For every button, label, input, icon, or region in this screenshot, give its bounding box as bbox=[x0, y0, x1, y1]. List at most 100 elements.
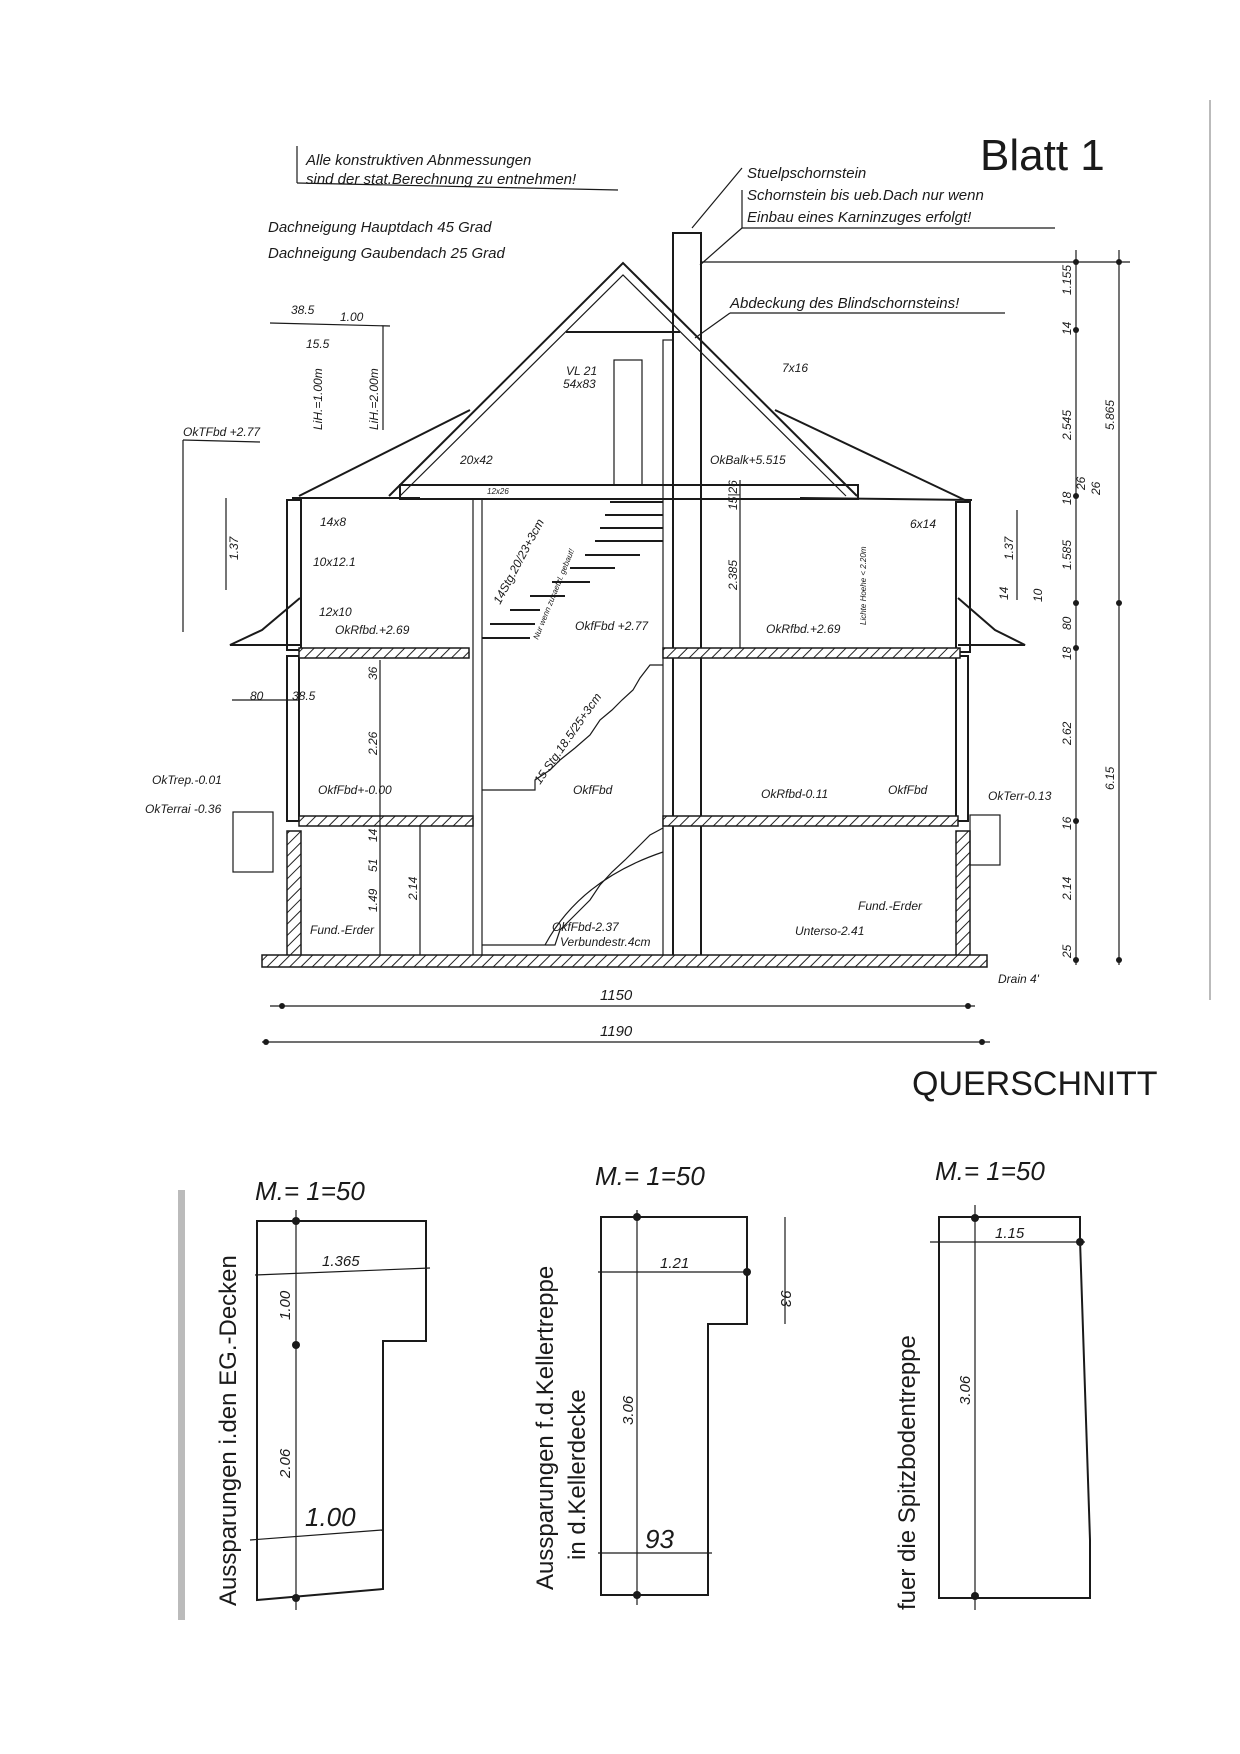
svg-text:1.365: 1.365 bbox=[322, 1253, 360, 1270]
svg-text:1.155: 1.155 bbox=[1060, 265, 1074, 295]
chimney-note: Stuelpschornstein Schornstein bis ueb.Da… bbox=[691, 165, 1055, 266]
dormer-roof-left bbox=[298, 409, 471, 497]
svg-text:12x10: 12x10 bbox=[319, 605, 352, 619]
svg-text:1.21: 1.21 bbox=[660, 1255, 689, 1272]
svg-text:1.15: 1.15 bbox=[995, 1225, 1025, 1242]
ceiling-beam bbox=[399, 484, 859, 500]
svg-text:14x8: 14x8 bbox=[320, 515, 346, 529]
svg-text:OkRfbd.+2.69: OkRfbd.+2.69 bbox=[335, 623, 410, 637]
detail-eg-decken: M.= 1=50 1.365 1.00 2.06 1.00 Aussparung… bbox=[215, 1176, 431, 1610]
svg-text:Fund.-Erder: Fund.-Erder bbox=[310, 923, 375, 937]
wall-left-eg bbox=[286, 655, 300, 822]
blind-chimney-note: Abdeckung des Blindschornsteins! bbox=[694, 295, 1005, 339]
svg-text:OkRfbd.+2.69: OkRfbd.+2.69 bbox=[766, 622, 841, 636]
svg-text:20x42: 20x42 bbox=[459, 453, 493, 467]
svg-text:OkTerrai -0.36: OkTerrai -0.36 bbox=[145, 802, 222, 816]
wall-left-attic bbox=[286, 499, 302, 651]
svg-text:6x14: 6x14 bbox=[910, 517, 936, 531]
svg-text:12x26: 12x26 bbox=[487, 487, 509, 496]
svg-text:14: 14 bbox=[997, 586, 1011, 600]
svg-text:OkfFbd: OkfFbd bbox=[888, 783, 928, 797]
basement-stair bbox=[482, 827, 664, 946]
attic-slab-right bbox=[662, 647, 961, 659]
svg-text:VL 21: VL 21 bbox=[566, 364, 597, 378]
svg-text:Aussparungen i.den EG.-Decken: Aussparungen i.den EG.-Decken bbox=[215, 1255, 242, 1606]
svg-text:2.06: 2.06 bbox=[277, 1448, 294, 1479]
svg-text:OkfFbd-2.37: OkfFbd-2.37 bbox=[552, 920, 620, 934]
svg-text:2.385: 2.385 bbox=[726, 560, 740, 591]
svg-text:10: 10 bbox=[1031, 588, 1045, 602]
svg-text:3.06: 3.06 bbox=[957, 1375, 974, 1405]
svg-text:fuer die Spitzbodentreppe: fuer die Spitzbodentreppe bbox=[894, 1335, 921, 1610]
detail-spitzbodentreppe: M.= 1=50 1.15 3.06 fuer die Spitzbodentr… bbox=[894, 1156, 1091, 1610]
stair-wall bbox=[472, 498, 483, 961]
svg-text:1190: 1190 bbox=[600, 1023, 633, 1040]
svg-text:Lichte Hoehe < 2.20m: Lichte Hoehe < 2.20m bbox=[859, 546, 868, 625]
svg-text:80: 80 bbox=[250, 689, 264, 703]
svg-text:2.14: 2.14 bbox=[1060, 876, 1074, 901]
svg-text:10x12.1: 10x12.1 bbox=[313, 555, 356, 569]
svg-text:1.00: 1.00 bbox=[340, 310, 364, 324]
svg-text:Unterso-2.41: Unterso-2.41 bbox=[795, 924, 864, 938]
foundation-slab bbox=[261, 954, 988, 968]
attic-stair bbox=[482, 501, 663, 639]
svg-text:OkTerr-0.13: OkTerr-0.13 bbox=[988, 789, 1052, 803]
svg-text:15|26: 15|26 bbox=[726, 480, 740, 510]
svg-text:Dachneigung Hauptdach 45 Grad: Dachneigung Hauptdach 45 Grad bbox=[268, 219, 492, 236]
svg-text:Einbau eines Karninzuges erfol: Einbau eines Karninzuges erfolgt! bbox=[747, 209, 972, 226]
svg-text:14Stg.20/23+3cm: 14Stg.20/23+3cm bbox=[490, 516, 547, 606]
svg-text:Dachneigung Gaubendach 25 Grad: Dachneigung Gaubendach 25 Grad bbox=[268, 245, 506, 262]
svg-text:1.49: 1.49 bbox=[366, 888, 380, 912]
svg-text:OkTrep.-0.01: OkTrep.-0.01 bbox=[152, 773, 222, 787]
bottom-dimensions: 1150 1190 bbox=[262, 987, 990, 1045]
svg-text:sind der stat.Berechnung zu en: sind der stat.Berechnung zu entnehmen! bbox=[306, 171, 577, 188]
svg-text:in d.Kellerdecke: in d.Kellerdecke bbox=[564, 1389, 591, 1560]
svg-text:15 Stg.18.5/25+3cm: 15 Stg.18.5/25+3cm bbox=[531, 690, 604, 786]
svg-text:93: 93 bbox=[645, 1524, 674, 1554]
chimney bbox=[672, 232, 702, 961]
section-title: QUERSCHNITT bbox=[912, 1065, 1158, 1103]
svg-text:3.06: 3.06 bbox=[620, 1395, 637, 1425]
svg-text:1150: 1150 bbox=[600, 987, 633, 1004]
main-roof bbox=[388, 261, 858, 497]
svg-text:Abdeckung des Blindschornstein: Abdeckung des Blindschornsteins! bbox=[729, 295, 960, 312]
wall-right-attic bbox=[955, 501, 971, 653]
svg-text:18: 18 bbox=[1060, 491, 1074, 505]
svg-text:93: 93 bbox=[777, 1290, 794, 1307]
svg-text:18: 18 bbox=[1060, 646, 1074, 660]
svg-text:LiH.=2.00m: LiH.=2.00m bbox=[367, 368, 381, 430]
svg-text:M.= 1=50: M.= 1=50 bbox=[595, 1161, 705, 1191]
right-dimension-chain: 1.155 14 2.545 18 26 1.585 80 18 2.62 16… bbox=[1060, 250, 1122, 965]
svg-text:Stuelpschornstein: Stuelpschornstein bbox=[747, 165, 866, 182]
svg-text:26: 26 bbox=[1074, 476, 1088, 491]
svg-text:15.5: 15.5 bbox=[306, 337, 330, 351]
svg-text:Alle konstruktiven Abnmessunge: Alle konstruktiven Abnmessungen bbox=[305, 152, 531, 169]
svg-text:38.5: 38.5 bbox=[291, 303, 315, 317]
svg-text:OkfFbd +2.77: OkfFbd +2.77 bbox=[575, 619, 649, 633]
svg-text:54x83: 54x83 bbox=[563, 377, 596, 391]
svg-text:6.15: 6.15 bbox=[1103, 766, 1117, 790]
svg-text:Verbundestr.4cm: Verbundestr.4cm bbox=[560, 935, 651, 949]
svg-text:14: 14 bbox=[1060, 321, 1074, 335]
wall-right-basement bbox=[955, 830, 971, 961]
sheet-title: Blatt 1 bbox=[980, 131, 1105, 180]
ground-slab-left bbox=[298, 815, 474, 827]
attic-slab-left bbox=[298, 647, 470, 659]
svg-text:80: 80 bbox=[1060, 616, 1074, 630]
svg-text:M.= 1=50: M.= 1=50 bbox=[935, 1156, 1045, 1186]
detail-kellertreppe: M.= 1=50 1.21 93 3.06 93 Aussparungen f.… bbox=[532, 1161, 794, 1605]
svg-text:Fund.-Erder: Fund.-Erder bbox=[858, 899, 923, 913]
svg-text:1.37: 1.37 bbox=[1002, 535, 1016, 560]
svg-text:OkRfbd-0.11: OkRfbd-0.11 bbox=[761, 787, 828, 801]
wall-left-basement bbox=[286, 830, 302, 961]
cross-section bbox=[229, 232, 1130, 968]
dormer-roof-right bbox=[774, 409, 970, 503]
svg-text:OkfFbd+-0.00: OkfFbd+-0.00 bbox=[318, 783, 392, 797]
svg-text:2.62: 2.62 bbox=[1060, 721, 1074, 746]
svg-text:38.5: 38.5 bbox=[292, 689, 316, 703]
svg-text:5.865: 5.865 bbox=[1103, 400, 1117, 430]
svg-text:7x16: 7x16 bbox=[782, 361, 808, 375]
svg-text:51: 51 bbox=[366, 859, 380, 872]
svg-text:1.00: 1.00 bbox=[277, 1290, 294, 1320]
svg-text:M.= 1=50: M.= 1=50 bbox=[255, 1176, 365, 1206]
